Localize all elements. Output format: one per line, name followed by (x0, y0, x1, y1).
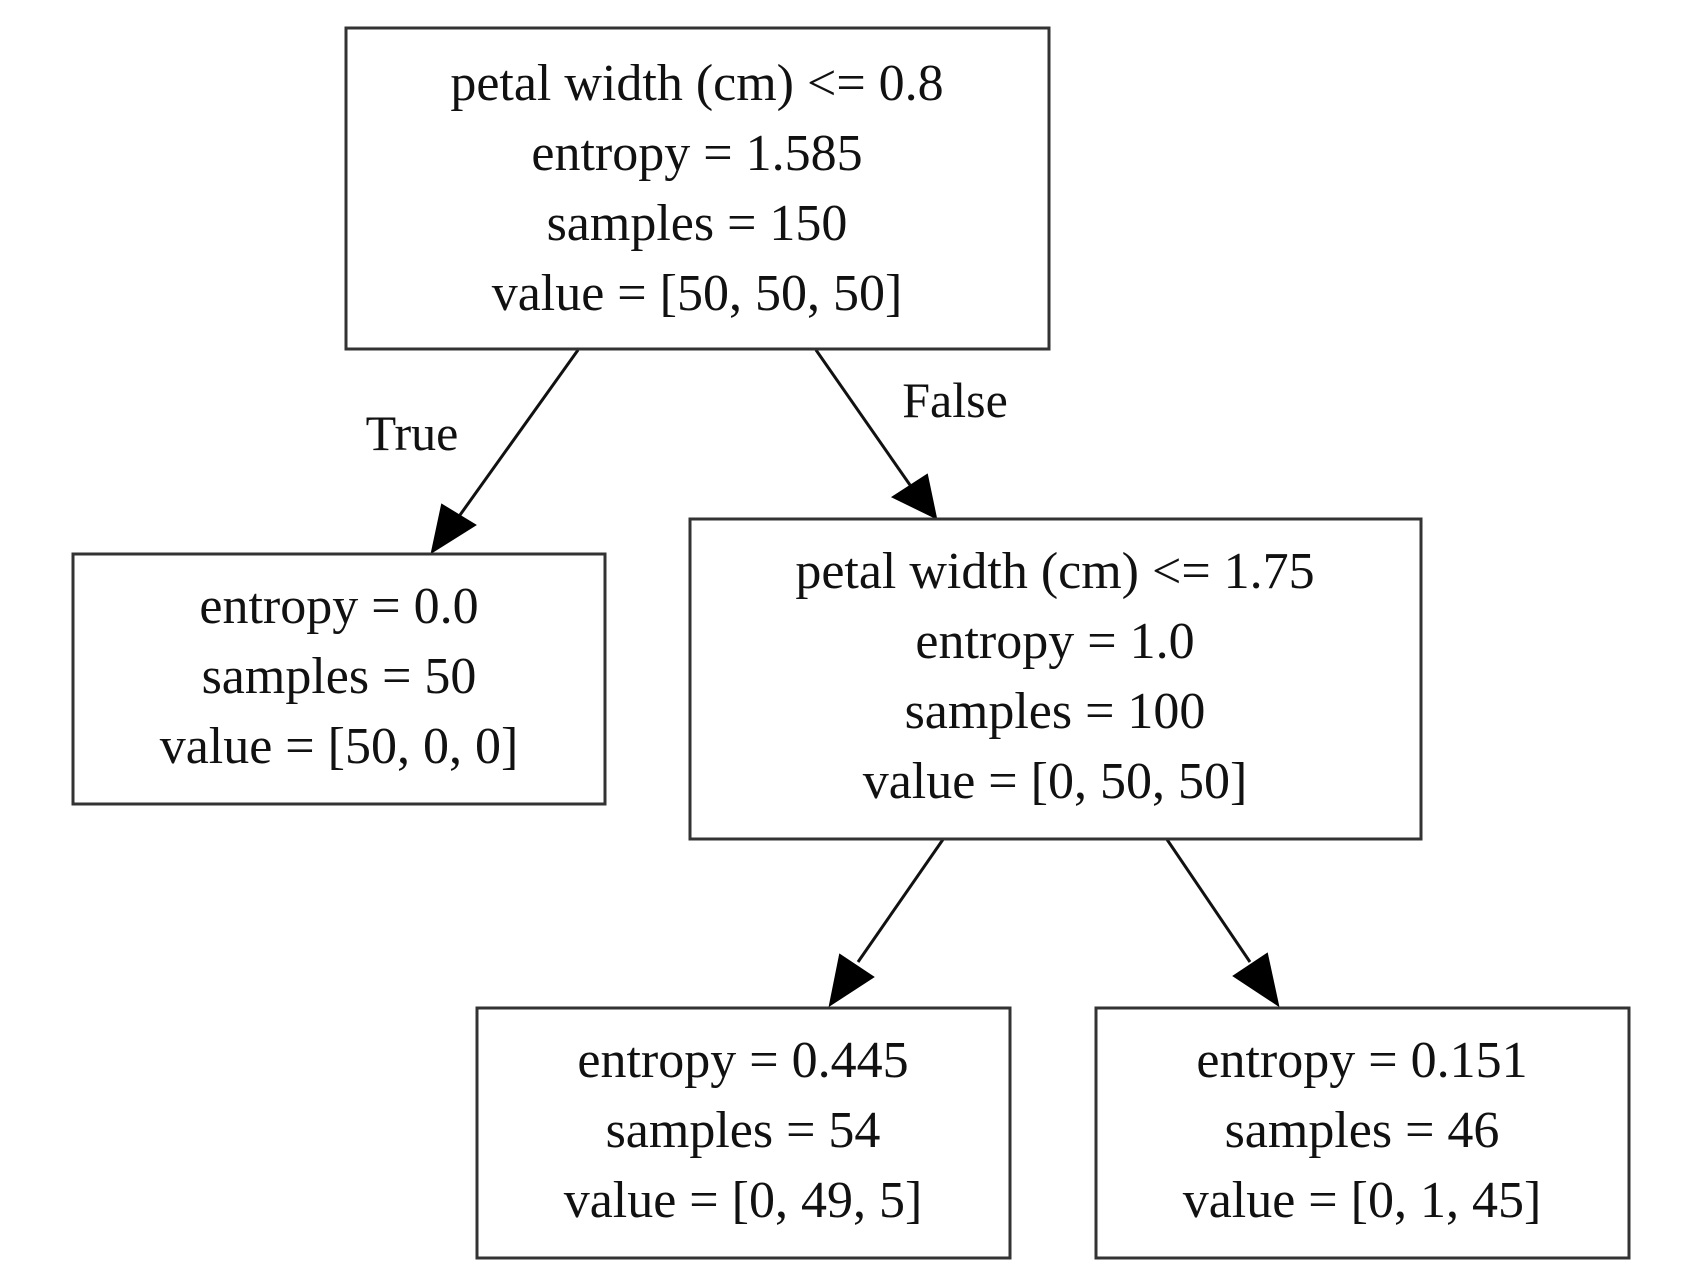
node-split-2-line-4: value = [0, 50, 50] (863, 753, 1248, 810)
node-left-leaf-line-1: entropy = 0.0 (199, 578, 478, 635)
edge-split-2-to-leaf-4 (1164, 837, 1280, 1008)
node-split-2-line-3: samples = 100 (905, 683, 1206, 740)
tree-node-leaf-4: entropy = 0.151 samples = 46 value = [0,… (1094, 1006, 1631, 1260)
tree-node-leaf-3: entropy = 0.445 samples = 54 value = [0,… (475, 1006, 1012, 1260)
tree-node-root: petal width (cm) <= 0.8 entropy = 1.585 … (344, 26, 1051, 351)
node-root-line-1: petal width (cm) <= 0.8 (450, 55, 943, 112)
edge-label-false: False (902, 372, 1008, 428)
tree-node-left-leaf: entropy = 0.0 samples = 50 value = [50, … (71, 552, 607, 806)
tree-node-split-2: petal width (cm) <= 1.75 entropy = 1.0 s… (688, 517, 1423, 841)
node-root-line-2: entropy = 1.585 (531, 125, 862, 182)
node-split-2-line-1: petal width (cm) <= 1.75 (795, 543, 1314, 600)
node-leaf-3-line-1: entropy = 0.445 (577, 1032, 908, 1089)
node-root-line-3: samples = 150 (547, 195, 848, 252)
edge-root-to-left-leaf: True (366, 349, 580, 555)
edge-label-true: True (366, 405, 459, 461)
node-root-line-4: value = [50, 50, 50] (492, 265, 903, 322)
edge-root-to-split-2: False (814, 349, 1008, 520)
node-leaf-3-line-3: value = [0, 49, 5] (564, 1172, 923, 1229)
node-split-2-line-2: entropy = 1.0 (915, 613, 1194, 670)
node-left-leaf-line-3: value = [50, 0, 0] (160, 718, 519, 775)
edge-split-2-to-leaf-3 (828, 837, 946, 1008)
node-leaf-3-line-2: samples = 54 (606, 1102, 881, 1159)
node-left-leaf-line-2: samples = 50 (202, 648, 477, 705)
node-leaf-4-line-1: entropy = 0.151 (1196, 1032, 1527, 1089)
node-leaf-4-line-2: samples = 46 (1225, 1102, 1500, 1159)
node-leaf-4-line-3: value = [0, 1, 45] (1183, 1172, 1542, 1229)
